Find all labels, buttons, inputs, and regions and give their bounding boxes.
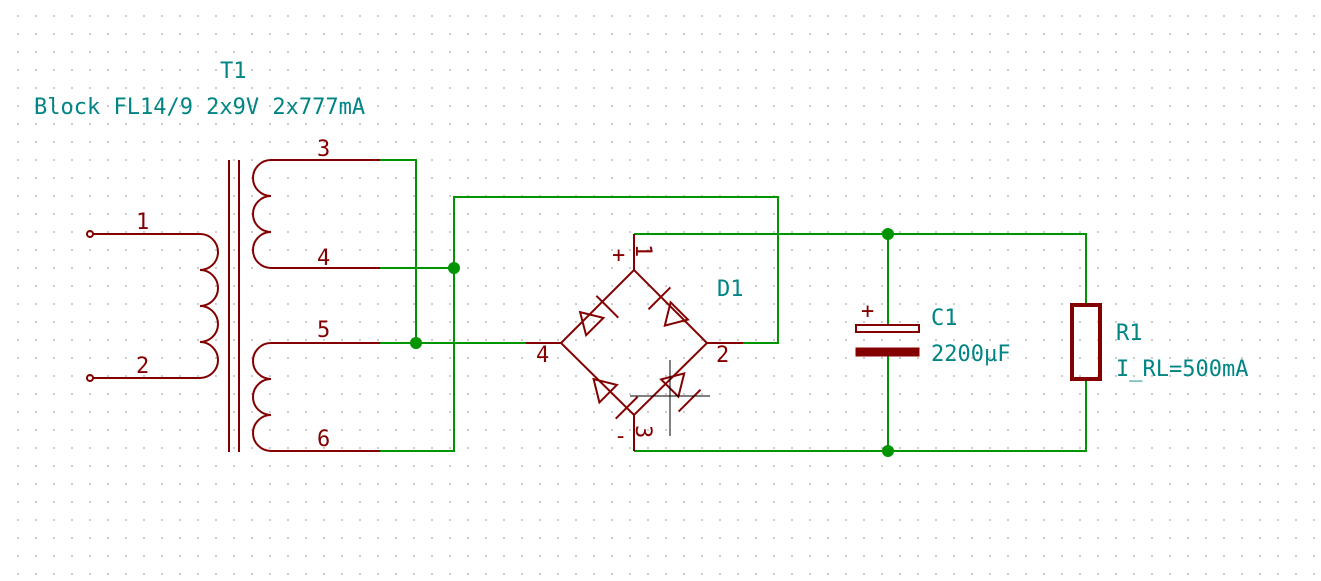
junction-dot [882,445,894,457]
capacitor-plate-negative [855,347,920,357]
resistor-reference: R1 [1116,321,1143,346]
diode-lower-left [592,377,639,420]
transformer-value: Block FL14/9 2x9V 2x777mA [34,95,365,120]
pin1-terminal[interactable] [86,230,94,238]
pin-number-6: 6 [317,427,330,452]
bridge-diamond [559,268,709,417]
bridge-plus-sign: + [612,243,625,268]
pin-number-1: 1 [136,210,149,235]
pin-number-5: 5 [317,318,330,343]
capacitor-value: 2200µF [931,342,1010,367]
capacitor-plus-sign: + [861,299,874,324]
transformer-t1[interactable]: T1 Block FL14/9 2x9V 2x777mA 1 2 3 4 5 6 [34,59,380,452]
pin-number-3: 3 [317,137,330,162]
bridge-pin-number-4: 4 [536,343,549,368]
wire-positive-rail[interactable] [634,233,1087,305]
wire-pin6-to-bridge2[interactable] [380,196,779,452]
bridge-minus-sign: - [614,424,627,449]
bridge-pin-number-1: 1 [630,244,655,257]
junction-dot [882,228,894,240]
primary-coil [199,233,219,379]
bridge-rectifier-d1[interactable]: D1 + - 1 2 3 [526,234,744,451]
wire-pin3[interactable] [380,159,417,343]
secondary-coil-upper [252,159,272,269]
pin-number-4: 4 [317,246,330,271]
bridge-pin-number-2: 2 [716,343,729,368]
capacitor-plate-positive [855,324,920,333]
diode-upper-right [647,286,690,327]
resistor-body [1070,303,1102,381]
junction-dot [448,262,460,274]
diode-upper-left [578,295,620,338]
bridge-pin-number-3: 3 [630,425,655,438]
background-grid [17,15,1315,575]
secondary-coil-lower [252,342,272,452]
junction-dot [410,337,422,349]
pin2-terminal[interactable] [86,374,94,382]
diode-lower-right [659,372,702,413]
capacitor-reference: C1 [931,306,958,331]
resistor-value: I_RL=500mA [1116,357,1248,382]
pin-number-2: 2 [136,354,149,379]
bridge-reference: D1 [717,277,744,302]
wire-negative-rail[interactable] [634,379,1087,452]
capacitor-c1[interactable]: + C1 2200µF [855,299,1010,367]
transformer-reference: T1 [220,59,247,84]
resistor-r1[interactable]: R1 I_RL=500mA [1070,303,1248,382]
wires [380,159,1087,452]
